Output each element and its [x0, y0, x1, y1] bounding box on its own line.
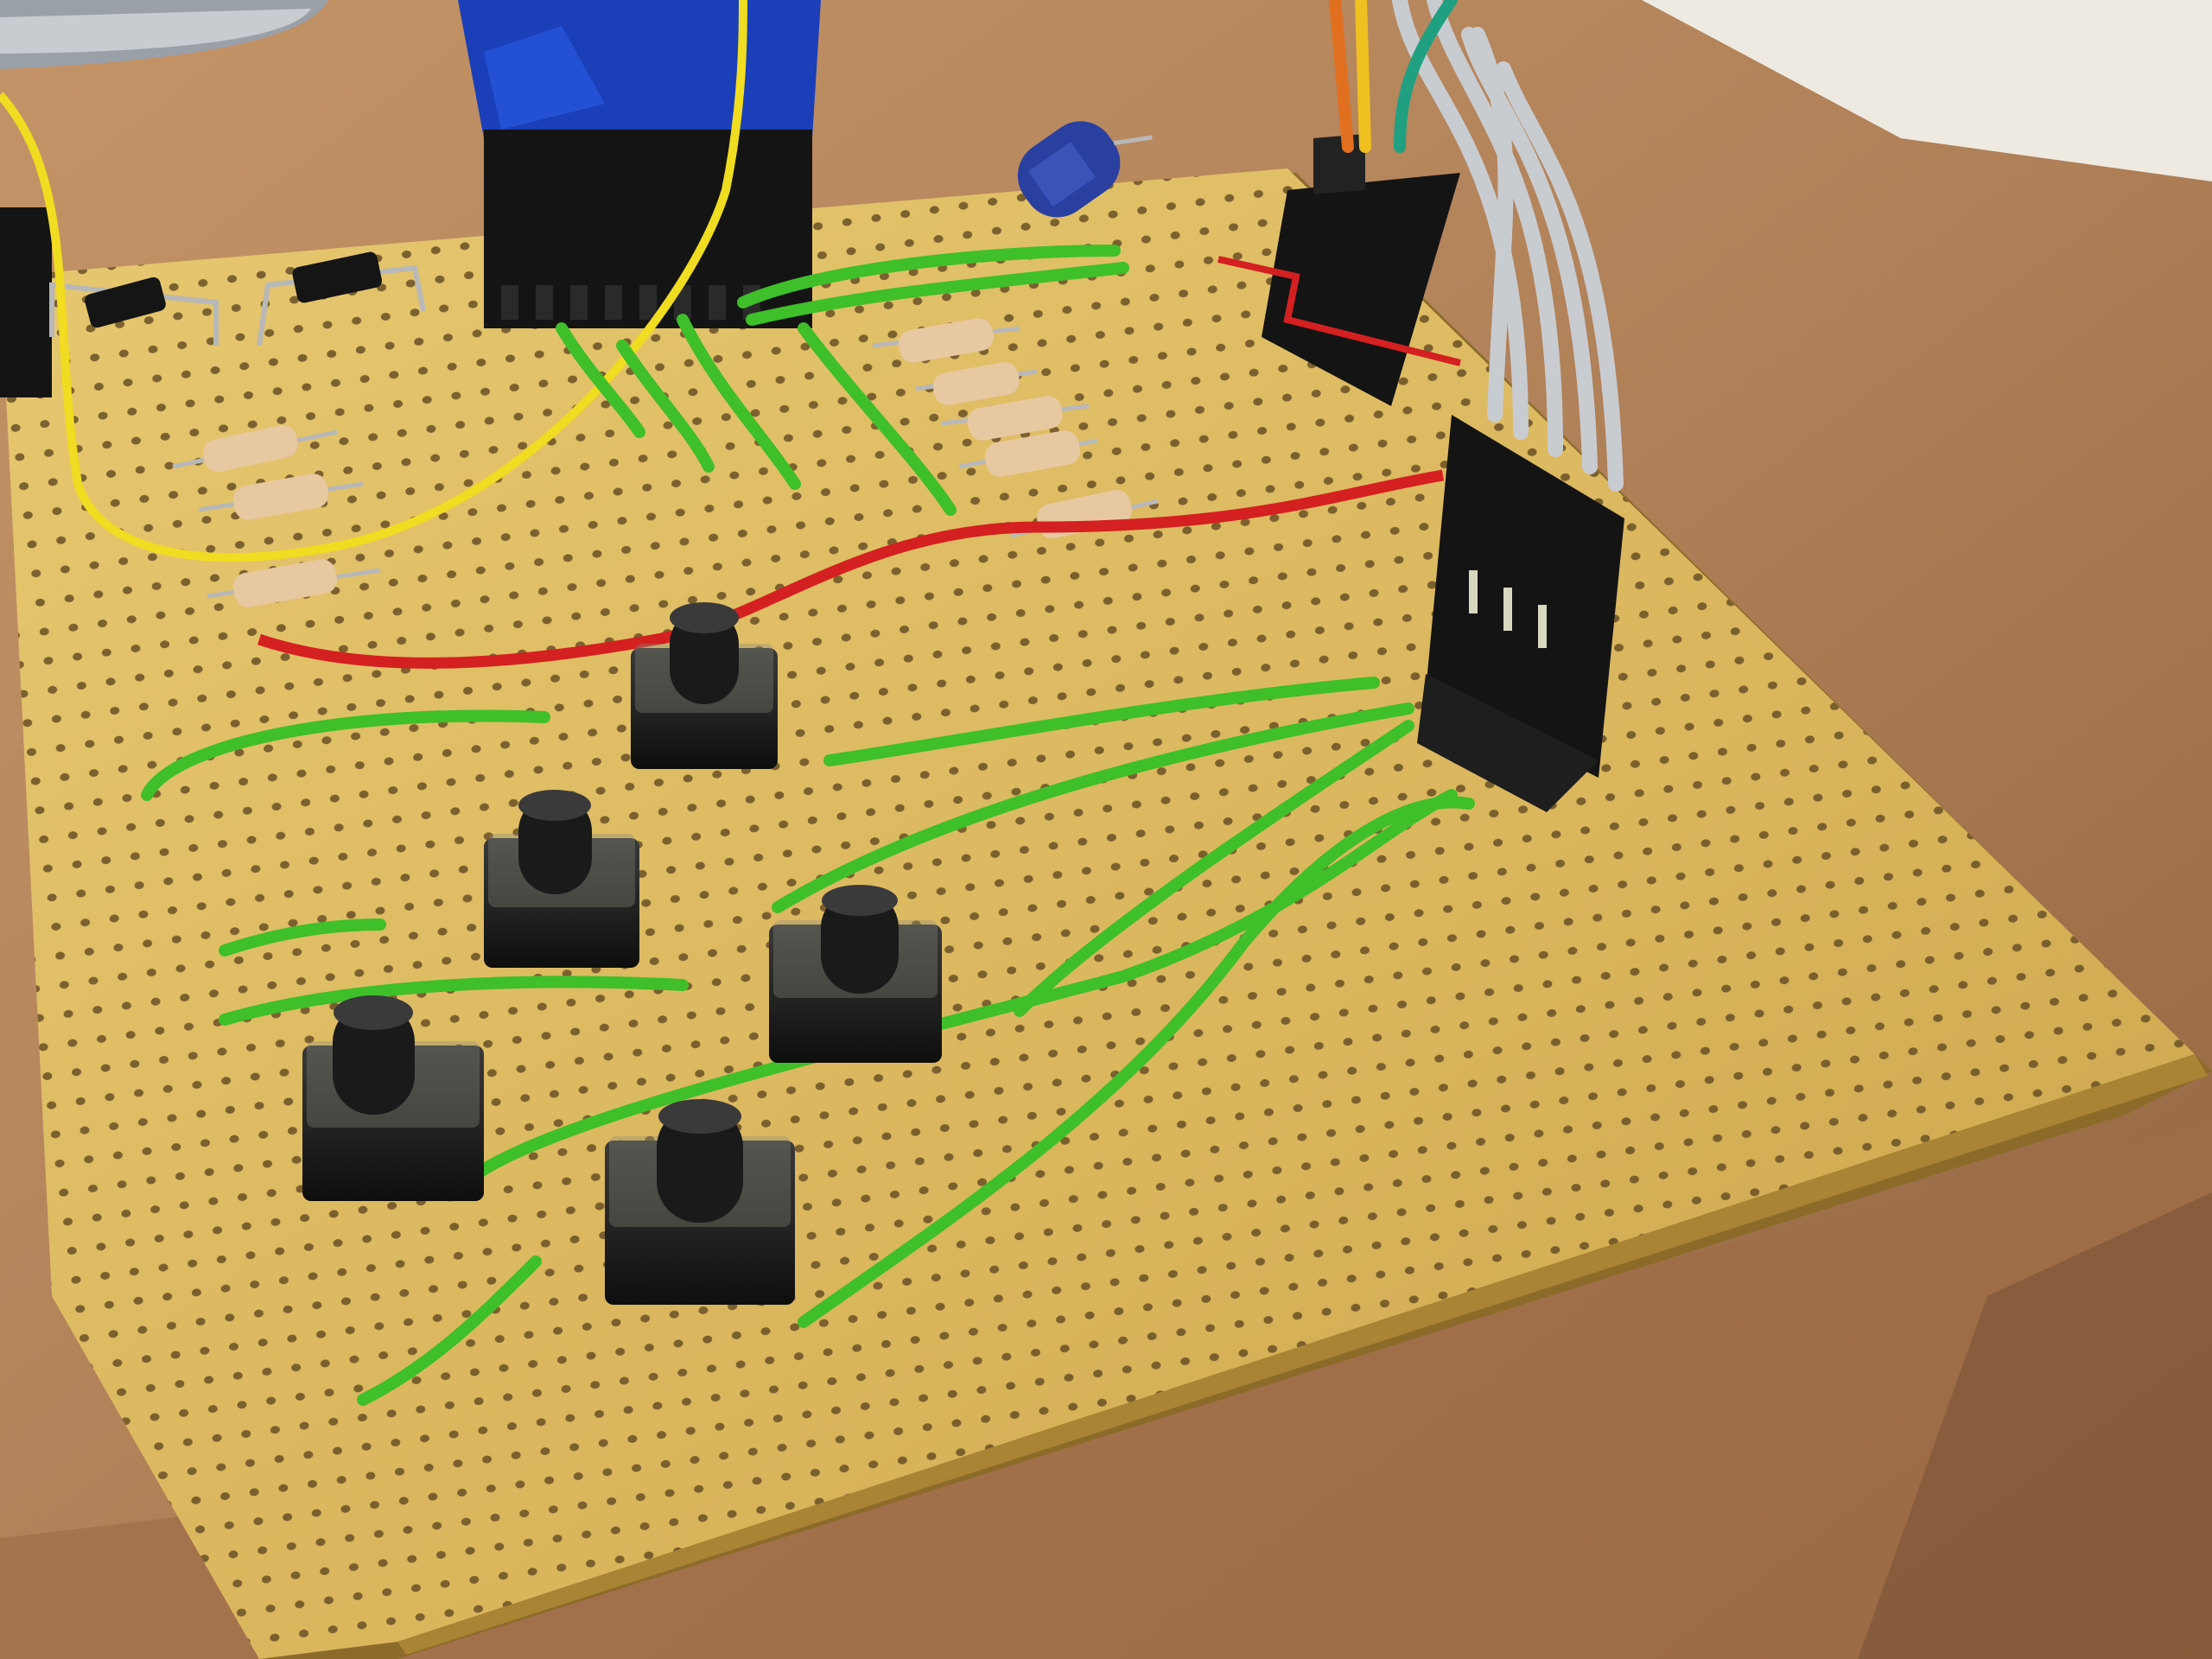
- jumper-wire: [257, 469, 1445, 669]
- resistor: [207, 559, 381, 607]
- jumper-wire: [0, 0, 747, 563]
- push-button: [484, 790, 639, 968]
- jumper-wire: [141, 245, 1475, 1406]
- pin-header-connector: [0, 207, 52, 397]
- jumper-wire: [1329, 0, 1458, 153]
- resistor: [172, 424, 338, 473]
- resistor: [958, 430, 1098, 477]
- resistor: [915, 362, 1038, 405]
- ribbon-cable: [1392, 0, 1624, 492]
- electrolytic-capacitor: [1017, 121, 1153, 218]
- push-button: [605, 1099, 795, 1305]
- resistor: [872, 318, 1020, 363]
- pin-header-connector: [1417, 415, 1624, 812]
- push-button: [769, 885, 942, 1063]
- diode: [49, 276, 219, 346]
- push-button: [302, 995, 484, 1201]
- resistor: [198, 474, 364, 520]
- diode: [257, 251, 426, 346]
- push-button: [631, 602, 778, 769]
- perfboard: [0, 168, 2212, 1659]
- blue-taped-connector: [458, 0, 821, 328]
- ribbon-cable: [0, 0, 328, 69]
- jumper-wire: [1217, 256, 1461, 366]
- resistor: [941, 396, 1090, 441]
